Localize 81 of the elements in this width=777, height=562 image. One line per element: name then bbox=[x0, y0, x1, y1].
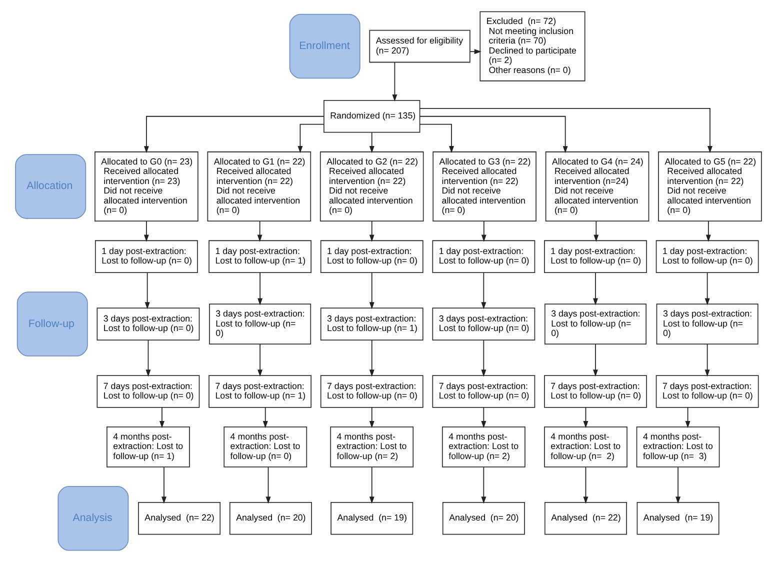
arrow bbox=[146, 340, 151, 377]
arrow bbox=[369, 340, 374, 377]
node-box: 7 days post-extraction: Lost to follow-up (n= 1) bbox=[208, 375, 312, 408]
arrow bbox=[704, 272, 710, 306]
arrow bbox=[481, 466, 486, 504]
node-box: 1 day post-extraction: Lost to follow-up (n= 0) bbox=[656, 240, 759, 274]
node-box: 1 day post-extraction: Lost to follow-up (n= 1) bbox=[208, 240, 312, 274]
arrow bbox=[420, 116, 568, 154]
node-box: Analysed (n= 19) bbox=[636, 502, 720, 535]
arrow bbox=[704, 344, 710, 377]
node-box: Randomized (n= 135) bbox=[324, 100, 420, 133]
arrow bbox=[160, 407, 164, 428]
arrow bbox=[298, 124, 324, 154]
node-box: 3 days post-extraction: Lost to follow-up (n= 1) bbox=[320, 308, 424, 340]
arrow bbox=[481, 407, 486, 428]
arrow bbox=[369, 220, 374, 242]
node-box: 4 months post-extraction: Lost to follow-up (n= 3) bbox=[636, 426, 720, 468]
node-box: 4 months post-extraction: Lost to follow-up (n= 2) bbox=[330, 426, 414, 468]
node-box: Analysed (n= 20) bbox=[442, 502, 525, 535]
node-box: 3 days post-extraction: Lost to follow-up (n= 0) bbox=[544, 304, 647, 344]
node-box: Analysed (n= 20) bbox=[229, 502, 312, 535]
arrow bbox=[593, 344, 598, 377]
arrow bbox=[481, 340, 486, 377]
node-box: 4 months post-extraction: Lost to follow-up (n= 2) bbox=[442, 426, 526, 468]
arrow bbox=[481, 220, 486, 242]
node-box: Excluded (n= 72) Not meeting inclusion criteria (n= 70) Declined to participate (n= 2) Other reasons (n= 0) bbox=[480, 11, 586, 82]
arrow bbox=[419, 124, 454, 154]
node-box: 7 days post-extraction: Lost to follow-up (n= 0) bbox=[656, 375, 759, 408]
node-box: 4 months post-extraction: Lost to follow-up (n= 2) bbox=[544, 426, 628, 468]
node-box: Analysed (n= 19) bbox=[330, 502, 414, 535]
arrow bbox=[257, 220, 262, 242]
arrow bbox=[593, 272, 598, 306]
node-box: 4 months post-extraction: Lost to follow-up (n= 0) bbox=[224, 426, 308, 468]
arrow bbox=[258, 272, 263, 306]
node-box: Allocated to G3 (n= 22) Received allocated intervention (n= 22) Did not receive allocated intervention (n= 0) bbox=[432, 151, 536, 222]
node-box: Allocated to G2 (n= 22) Received allocated intervention (n= 22) Did not receive allocated intervention (n= 0) bbox=[320, 151, 424, 222]
node-box: 4 months post-extraction: Lost to follow-up (n= 1) bbox=[106, 426, 190, 468]
arrow bbox=[583, 466, 588, 504]
node-box: Analysed (n= 22) bbox=[544, 502, 627, 535]
node-box: Analysed (n= 22) bbox=[138, 502, 221, 535]
arrow bbox=[369, 132, 374, 154]
arrow bbox=[706, 220, 711, 242]
node-box: Allocated to G1 (n= 22) Received allocated intervention (n= 22) Did not receive allocated intervention (n= 0) bbox=[207, 151, 312, 222]
arrow bbox=[258, 344, 263, 377]
node-box: Follow-up bbox=[16, 292, 88, 356]
node-box: 1 day post-extraction: Lost to follow-up (n= 0) bbox=[94, 240, 198, 274]
node-box: Allocated to G5 (n= 22) Received allocated intervention (n= 22) Did not receive allocated intervention (n= 0) bbox=[658, 151, 762, 222]
node-box: 3 days post-extraction: Lost to follow-up (n= 0) bbox=[656, 304, 758, 344]
node-box: 3 days post-extraction: Lost to follow-up (n= 0) bbox=[209, 304, 312, 344]
node-box: Allocated to G0 (n= 23) Received allocated intervention (n= 23) Did not receive allocated intervention (n= 0) bbox=[94, 151, 198, 222]
arrow bbox=[392, 62, 398, 102]
arrow bbox=[369, 272, 374, 310]
node-box: 1 day post-extraction: Lost to follow-up (n= 0) bbox=[432, 240, 536, 274]
arrow bbox=[144, 272, 150, 310]
node-box: 7 days post-extraction: Lost to follow-up (n= 0) bbox=[320, 375, 424, 408]
node-box: Analysis bbox=[58, 486, 129, 551]
arrow bbox=[481, 272, 486, 310]
node-box: 7 days post-extraction: Lost to follow-up (n= 0) bbox=[544, 375, 647, 408]
node-box: Assessed for eligibility (n= 207) bbox=[369, 30, 470, 63]
node-box: 3 days post-extraction: Lost to follow-up (n= 0) bbox=[96, 308, 200, 340]
node-box: Enrollment bbox=[289, 14, 360, 79]
node-box: Allocation bbox=[15, 154, 86, 219]
arrow bbox=[420, 108, 712, 154]
arrow bbox=[685, 407, 690, 428]
arrow bbox=[594, 220, 599, 242]
arrow bbox=[262, 407, 268, 428]
arrow bbox=[583, 407, 588, 428]
arrow bbox=[144, 220, 149, 242]
node-box: 7 days post-extraction: Lost to follow-up (n= 0) bbox=[96, 375, 200, 408]
node-box: 1 day post-extraction: Lost to follow-up (n= 0) bbox=[320, 240, 424, 274]
node-box: 3 days post-extraction: Lost to follow-up (n= 0) bbox=[432, 308, 536, 340]
arrow bbox=[369, 466, 374, 504]
node-box: Allocated to G4 (n= 24) Received allocated intervention (n=24) Did not receive allocated intervention (n= 0) bbox=[545, 151, 650, 222]
arrow bbox=[161, 466, 166, 504]
node-box: 1 day post-extraction: Lost to follow-up (n= 0) bbox=[544, 240, 647, 274]
arrow bbox=[266, 466, 271, 504]
arrow bbox=[144, 116, 324, 154]
arrow bbox=[369, 407, 374, 428]
arrow bbox=[676, 466, 681, 504]
node-box: 7 days post-extraction: Lost to follow-up (n= 0) bbox=[432, 375, 536, 408]
arrow bbox=[470, 49, 482, 54]
